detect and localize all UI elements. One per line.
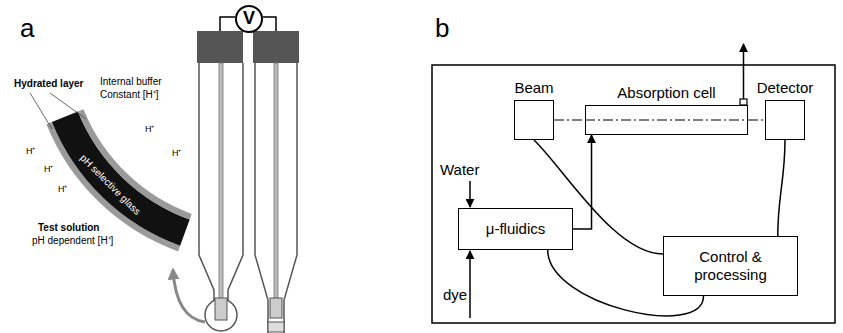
connector — [573, 135, 592, 229]
zoom-arrow — [173, 270, 205, 322]
leader-line — [30, 93, 52, 129]
region-label: Test solution — [38, 222, 99, 234]
beam-path — [554, 119, 585, 120]
meter-circle — [236, 6, 262, 32]
electrode-cap — [197, 31, 243, 63]
panel-letter: a — [20, 14, 34, 44]
ion-label: H⁺ — [58, 184, 68, 194]
ion-label: H⁺ — [145, 124, 155, 134]
wire — [220, 17, 235, 31]
control-box: Control & processing — [663, 236, 798, 296]
box-heading: Detector — [757, 79, 814, 97]
ion-label: H⁺ — [172, 148, 182, 158]
beam-source: Beam — [514, 100, 554, 140]
fluidics-box: μ-fluidics — [458, 208, 573, 250]
inner-wire — [219, 63, 223, 299]
voltmeter: V — [235, 3, 263, 35]
electrode-cap — [253, 31, 299, 63]
inlet-arrow — [469, 181, 471, 207]
box-heading: Absorption cell — [617, 84, 715, 102]
region-label: Constant [H⁺] — [100, 89, 159, 101]
ion-label: H⁺ — [44, 164, 54, 174]
absorption-cell: Absorption cell — [585, 105, 748, 135]
box-label: Control & processing — [675, 248, 787, 284]
glass-bulb — [205, 299, 237, 331]
inner-electrode — [215, 298, 227, 320]
panel-letter: b — [435, 14, 449, 44]
input-label: dye — [443, 286, 467, 303]
beam-path — [748, 119, 765, 120]
beam-path — [585, 119, 748, 120]
layer-label: Hydrated layer — [14, 78, 83, 90]
inlet-arrow — [469, 251, 471, 318]
box-heading: Beam — [514, 79, 553, 97]
outlet-arrow — [743, 44, 745, 99]
region-label: Internal buffer — [100, 76, 162, 88]
instrument-frame — [432, 65, 835, 323]
electrode-body — [255, 63, 297, 333]
ion-label: H⁺ — [26, 146, 36, 156]
leader-line — [50, 93, 86, 119]
connector — [778, 140, 785, 236]
box-label: μ-fluidics — [486, 220, 546, 238]
detector-box: Detector — [765, 100, 805, 140]
box-label: V — [243, 8, 255, 30]
input-label: Water — [440, 161, 479, 178]
region-label: pH dependent [H⁺] — [32, 235, 113, 247]
wire — [263, 17, 276, 31]
inner-wire — [274, 63, 278, 299]
reference-element — [270, 298, 282, 318]
electrode-body — [199, 63, 243, 301]
junction — [268, 322, 284, 332]
